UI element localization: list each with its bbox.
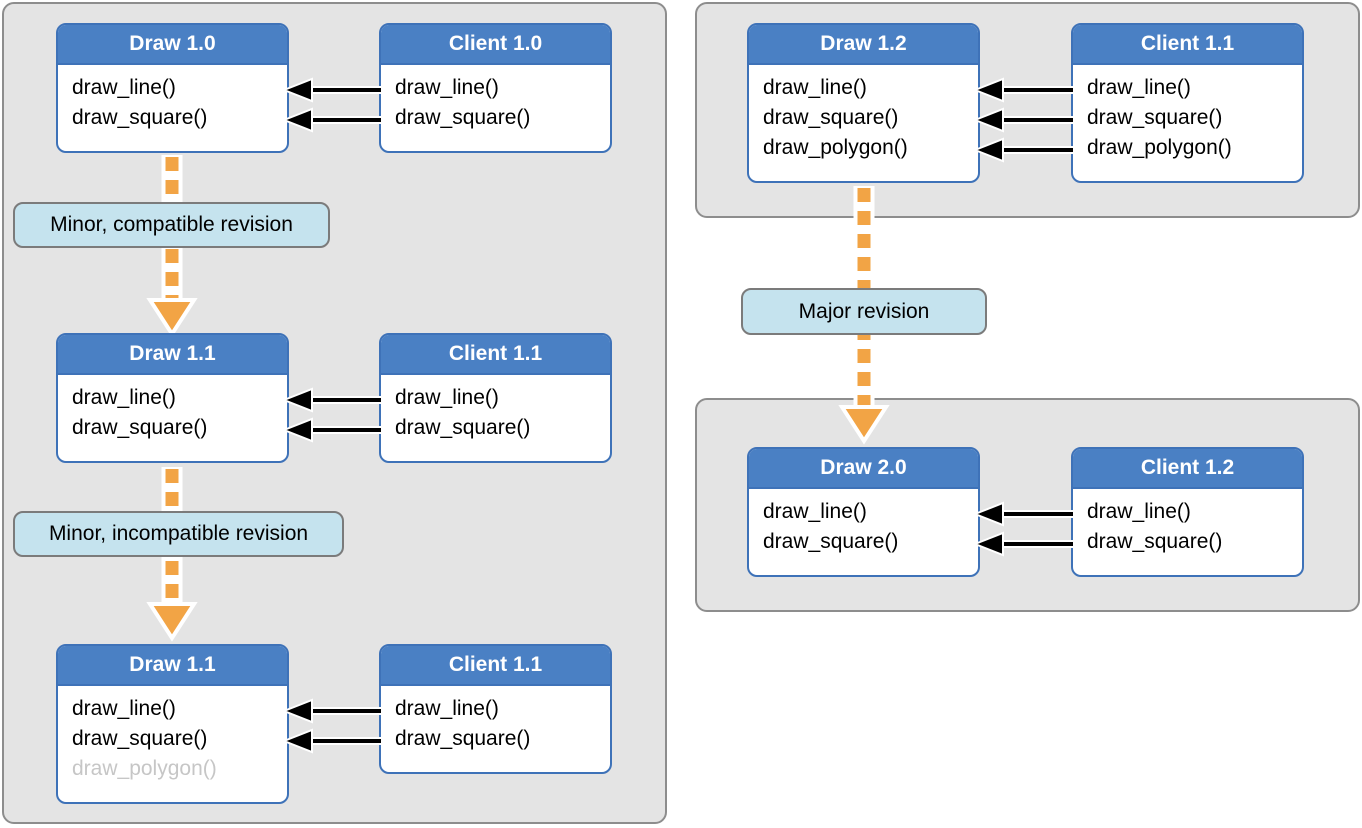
function-row: draw_line() <box>395 76 499 99</box>
major-revision-label: Major revision <box>741 288 987 335</box>
function-row: draw_square() <box>72 106 208 129</box>
client-1-1-box: Client 1.1 draw_line() draw_square() <box>379 333 612 463</box>
function-row: draw_line() <box>1087 500 1191 523</box>
function-row: draw_polygon() <box>1087 136 1232 159</box>
box-title: Draw 1.2 <box>749 25 978 65</box>
function-row: draw_line() <box>72 386 176 409</box>
function-row: draw_polygon() <box>763 136 908 159</box>
draw-1-0-box: Draw 1.0 draw_line() draw_square() <box>56 23 289 153</box>
function-row: draw_square() <box>1087 530 1223 553</box>
function-row: draw_line() <box>1087 76 1191 99</box>
function-row: draw_square() <box>395 106 531 129</box>
draw-1-1-incompatible-box: Draw 1.1 draw_line() draw_square() draw_… <box>56 644 289 804</box>
box-title: Client 1.1 <box>1073 25 1302 65</box>
client-1-0-box: Client 1.0 draw_line() draw_square() <box>379 23 612 153</box>
box-title: Draw 1.1 <box>58 335 287 375</box>
client-1-1-incompatible-box: Client 1.1 draw_line() draw_square() <box>379 644 612 774</box>
function-row: draw_square() <box>1087 106 1223 129</box>
function-row: draw_square() <box>395 727 531 750</box>
function-row: draw_square() <box>72 727 208 750</box>
box-title: Draw 1.0 <box>58 25 287 65</box>
box-title: Client 1.1 <box>381 335 610 375</box>
draw-1-1-box: Draw 1.1 draw_line() draw_square() <box>56 333 289 463</box>
box-title: Draw 2.0 <box>749 449 978 489</box>
function-row: draw_line() <box>763 76 867 99</box>
function-row: draw_line() <box>72 697 176 720</box>
box-title: Draw 1.1 <box>58 646 287 686</box>
function-row: draw_line() <box>763 500 867 523</box>
minor-compatible-label: Minor, compatible revision <box>13 202 330 248</box>
function-row: draw_square() <box>763 106 899 129</box>
function-row: draw_line() <box>72 76 176 99</box>
function-row-disabled: draw_polygon() <box>72 757 217 780</box>
function-row: draw_line() <box>395 697 499 720</box>
minor-incompatible-label: Minor, incompatible revision <box>13 511 344 557</box>
box-title: Client 1.2 <box>1073 449 1302 489</box>
box-title: Client 1.0 <box>381 25 610 65</box>
client-1-1-right-box: Client 1.1 draw_line() draw_square() dra… <box>1071 23 1304 183</box>
box-title: Client 1.1 <box>381 646 610 686</box>
client-1-2-box: Client 1.2 draw_line() draw_square() <box>1071 447 1304 577</box>
function-row: draw_square() <box>763 530 899 553</box>
draw-2-0-box: Draw 2.0 draw_line() draw_square() <box>747 447 980 577</box>
function-row: draw_square() <box>395 416 531 439</box>
function-row: draw_line() <box>395 386 499 409</box>
function-row: draw_square() <box>72 416 208 439</box>
draw-1-2-box: Draw 1.2 draw_line() draw_square() draw_… <box>747 23 980 183</box>
